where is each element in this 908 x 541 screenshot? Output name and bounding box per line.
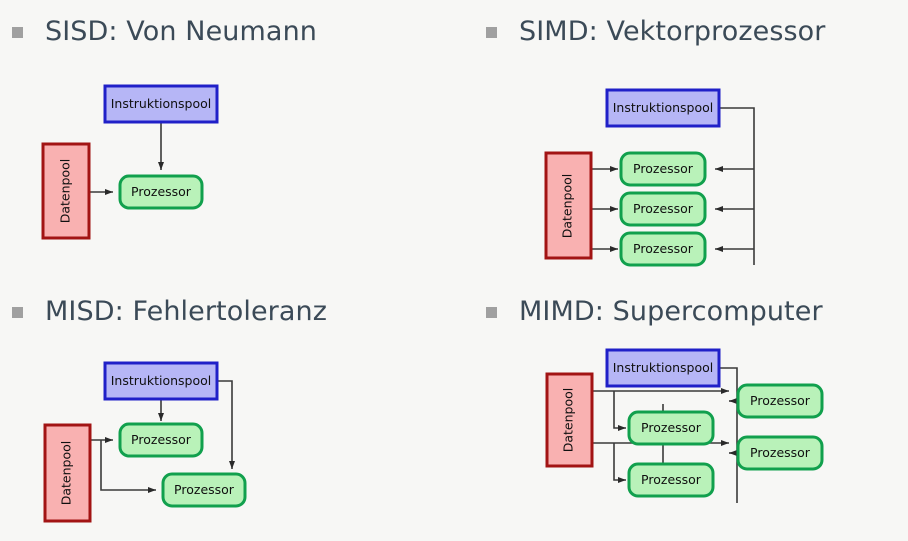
label-instruction-pool: Instruktionspool [613, 360, 713, 375]
quadrant-title-sisd: SISD: Von Neumann [45, 16, 317, 47]
box-instruction-pool [103, 361, 219, 401]
label-processor: Prozessor [131, 184, 192, 199]
label-processor: Prozessor [641, 472, 702, 487]
box-processor [736, 383, 824, 419]
box-data-pool [41, 142, 91, 240]
label-data-pool: Datenpool [58, 159, 73, 224]
quadrant-title-misd: MISD: Fehlertoleranz [45, 296, 328, 327]
label-processor: Prozessor [641, 420, 702, 435]
box-instruction-pool [605, 88, 721, 128]
box-processor [619, 231, 707, 267]
box-processor [627, 410, 715, 446]
label-instruction-pool: Instruktionspool [111, 373, 211, 388]
label-data-pool: Datenpool [561, 388, 576, 453]
bullet-row-simd: SIMD: Vektorprozessor [486, 18, 826, 45]
quadrant-title-simd: SIMD: Vektorprozessor [519, 16, 826, 47]
bullet-row-mimd: MIMD: Supercomputer [486, 298, 823, 325]
label-processor: Prozessor [750, 445, 811, 460]
label-processor: Prozessor [633, 161, 694, 176]
label-data-pool: Datenpool [59, 441, 74, 506]
label-data-pool: Datenpool [560, 174, 575, 239]
box-data-pool [43, 423, 92, 523]
label-instruction-pool: Instruktionspool [613, 100, 713, 115]
box-processor [627, 462, 715, 498]
quadrant-title-mimd: MIMD: Supercomputer [519, 296, 823, 327]
diagram-mimd: Instruktionspool Datenpool Prozessor Pro… [454, 340, 908, 540]
box-processor [118, 174, 204, 210]
label-processor: Prozessor [633, 201, 694, 216]
bullet-square-icon [486, 27, 497, 38]
bullet-square-icon [12, 27, 23, 38]
diagram-simd: Instruktionspool Datenpool Prozessor Pro… [454, 60, 908, 275]
label-processor: Prozessor [633, 241, 694, 256]
box-processor [161, 472, 247, 508]
bullet-square-icon [486, 307, 497, 318]
box-data-pool [545, 372, 594, 468]
label-processor: Prozessor [174, 482, 235, 497]
bullet-row-sisd: SISD: Von Neumann [12, 18, 317, 45]
box-processor [619, 151, 707, 187]
quadrant-mimd: MIMD: Supercomputer [454, 280, 908, 541]
box-instruction-pool [605, 348, 721, 388]
diagram-sisd: Instruktionspool Datenpool Prozessor [0, 60, 454, 275]
bullet-square-icon [12, 307, 23, 318]
box-instruction-pool [103, 84, 219, 124]
box-processor [736, 435, 824, 471]
bullet-row-misd: MISD: Fehlertoleranz [12, 298, 327, 325]
box-processor [619, 191, 707, 227]
quadrant-sisd: SISD: Von Neumann Instruktionspool Daten… [0, 0, 454, 280]
label-processor: Prozessor [750, 393, 811, 408]
quadrant-simd: SIMD: Vektorprozessor Instruktionspool D… [454, 0, 908, 280]
quadrant-misd: MISD: Fehlertoleranz Instruktionspool Da… [0, 280, 454, 541]
diagram-misd: Instruktionspool Datenpool Prozessor Pro… [0, 340, 454, 540]
label-processor: Prozessor [131, 432, 192, 447]
box-data-pool [544, 151, 593, 260]
box-processor [118, 422, 204, 458]
label-instruction-pool: Instruktionspool [111, 96, 211, 111]
